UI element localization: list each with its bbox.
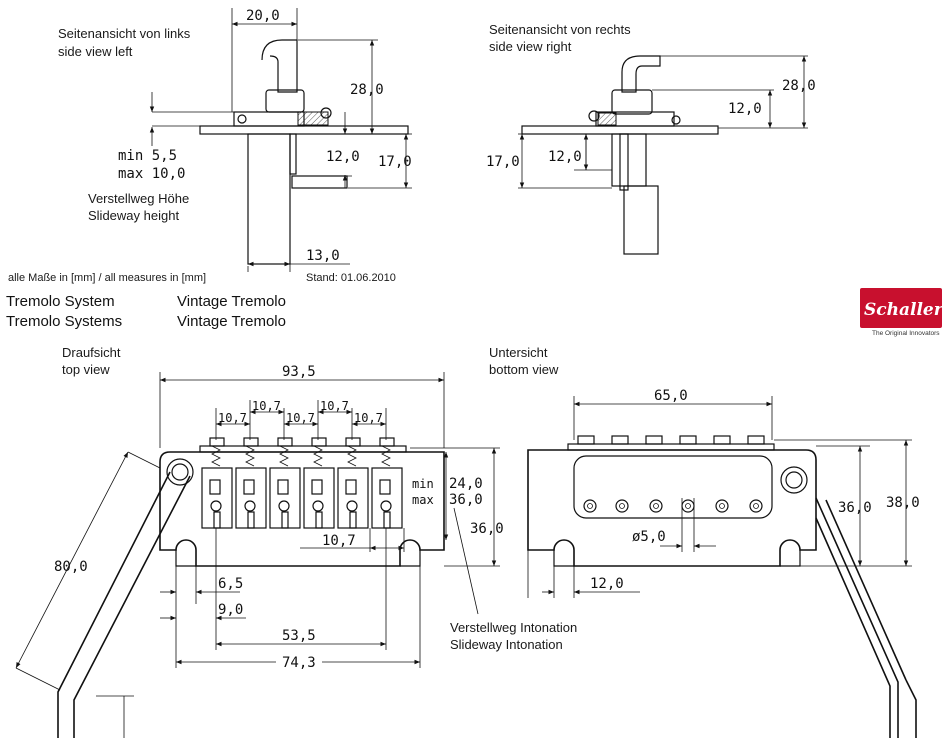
side-view-right-title-de: Seitenansicht von rechts	[489, 22, 631, 37]
schaller-logo: Schaller The Original Innovators	[860, 288, 944, 337]
dim-right-body: 17,0	[486, 154, 520, 170]
product-system-2: Tremolo Systems	[6, 313, 122, 330]
saddle-row	[201, 467, 403, 529]
side-view-right: Seitenansicht von rechts side view right…	[486, 22, 816, 255]
dim-offset: 12,0	[590, 576, 624, 592]
dim-spacing-3: 10,7	[286, 411, 315, 425]
dim-arm-length: 80,0	[54, 559, 88, 575]
intonation-en: Slideway Intonation	[450, 637, 563, 652]
dim-left-block: 13,0	[306, 248, 340, 264]
slideway-height-en: Slideway height	[88, 208, 179, 223]
dim-hole: ø5,0	[632, 529, 666, 545]
dim-right-post: 12,0	[728, 101, 762, 117]
product-name-1: Vintage Tremolo	[177, 293, 286, 310]
dim-left-post: 12,0	[326, 149, 360, 165]
range-max-label: max	[412, 493, 434, 507]
date-note: Stand: 01.06.2010	[306, 272, 396, 284]
height-range-min: min 5,5	[118, 148, 177, 164]
height-range-max: max 10,0	[118, 166, 185, 182]
dim-range-max: 36,0	[449, 492, 483, 508]
dim-range-min: 24,0	[449, 476, 483, 492]
dim-saddle-travel: 10,7	[322, 533, 356, 549]
dim-d: 74,3	[282, 655, 316, 671]
dim-spacing-2: 10,7	[252, 399, 281, 413]
logo-wordmark: Schaller	[864, 300, 944, 320]
dim-a: 6,5	[218, 576, 243, 592]
dim-right-block: 12,0	[548, 149, 582, 165]
bottom-view-title-de: Untersicht	[489, 345, 548, 360]
dim-spacing-1: 10,7	[218, 411, 247, 425]
dim-depth-a: 36,0	[838, 500, 872, 516]
dim-block-width: 65,0	[654, 388, 688, 404]
side-view-left-title-en: side view left	[58, 44, 133, 59]
side-view-left: Seitenansicht von links side view left 2…	[58, 8, 412, 272]
dim-depth-b: 38,0	[886, 495, 920, 511]
dim-total-width: 93,5	[282, 364, 316, 380]
dim-spacing-5: 10,7	[354, 411, 383, 425]
dim-left-body: 17,0	[378, 154, 412, 170]
dim-right-height: 28,0	[782, 78, 816, 94]
range-min-label: min	[412, 477, 434, 491]
dim-depth: 36,0	[470, 521, 504, 537]
product-name-2: Vintage Tremolo	[177, 313, 286, 330]
dim-c: 53,5	[282, 628, 316, 644]
bottom-view-title-en: bottom view	[489, 362, 559, 377]
logo-tagline: The Original Innovators	[872, 330, 940, 337]
dim-b: 9,0	[218, 602, 243, 618]
top-view-title-en: top view	[62, 362, 110, 377]
slideway-height-de: Verstellweg Höhe	[88, 191, 189, 206]
dim-left-width: 20,0	[246, 8, 280, 24]
top-view: Draufsicht top view 93,5 10,7 10,7 10,7 …	[15, 345, 577, 738]
measures-note: alle Maße in [mm] / all measures in [mm]	[8, 272, 206, 284]
product-system-1: Tremolo System	[6, 293, 115, 310]
dim-spacing-4: 10,7	[320, 399, 349, 413]
bottom-view: Untersicht bottom view 65,0	[489, 345, 920, 738]
dim-left-height: 28,0	[350, 82, 384, 98]
intonation-de: Verstellweg Intonation	[450, 620, 577, 635]
side-view-right-title-en: side view right	[489, 39, 572, 54]
side-view-left-title-de: Seitenansicht von links	[58, 26, 191, 41]
top-view-title-de: Draufsicht	[62, 345, 121, 360]
